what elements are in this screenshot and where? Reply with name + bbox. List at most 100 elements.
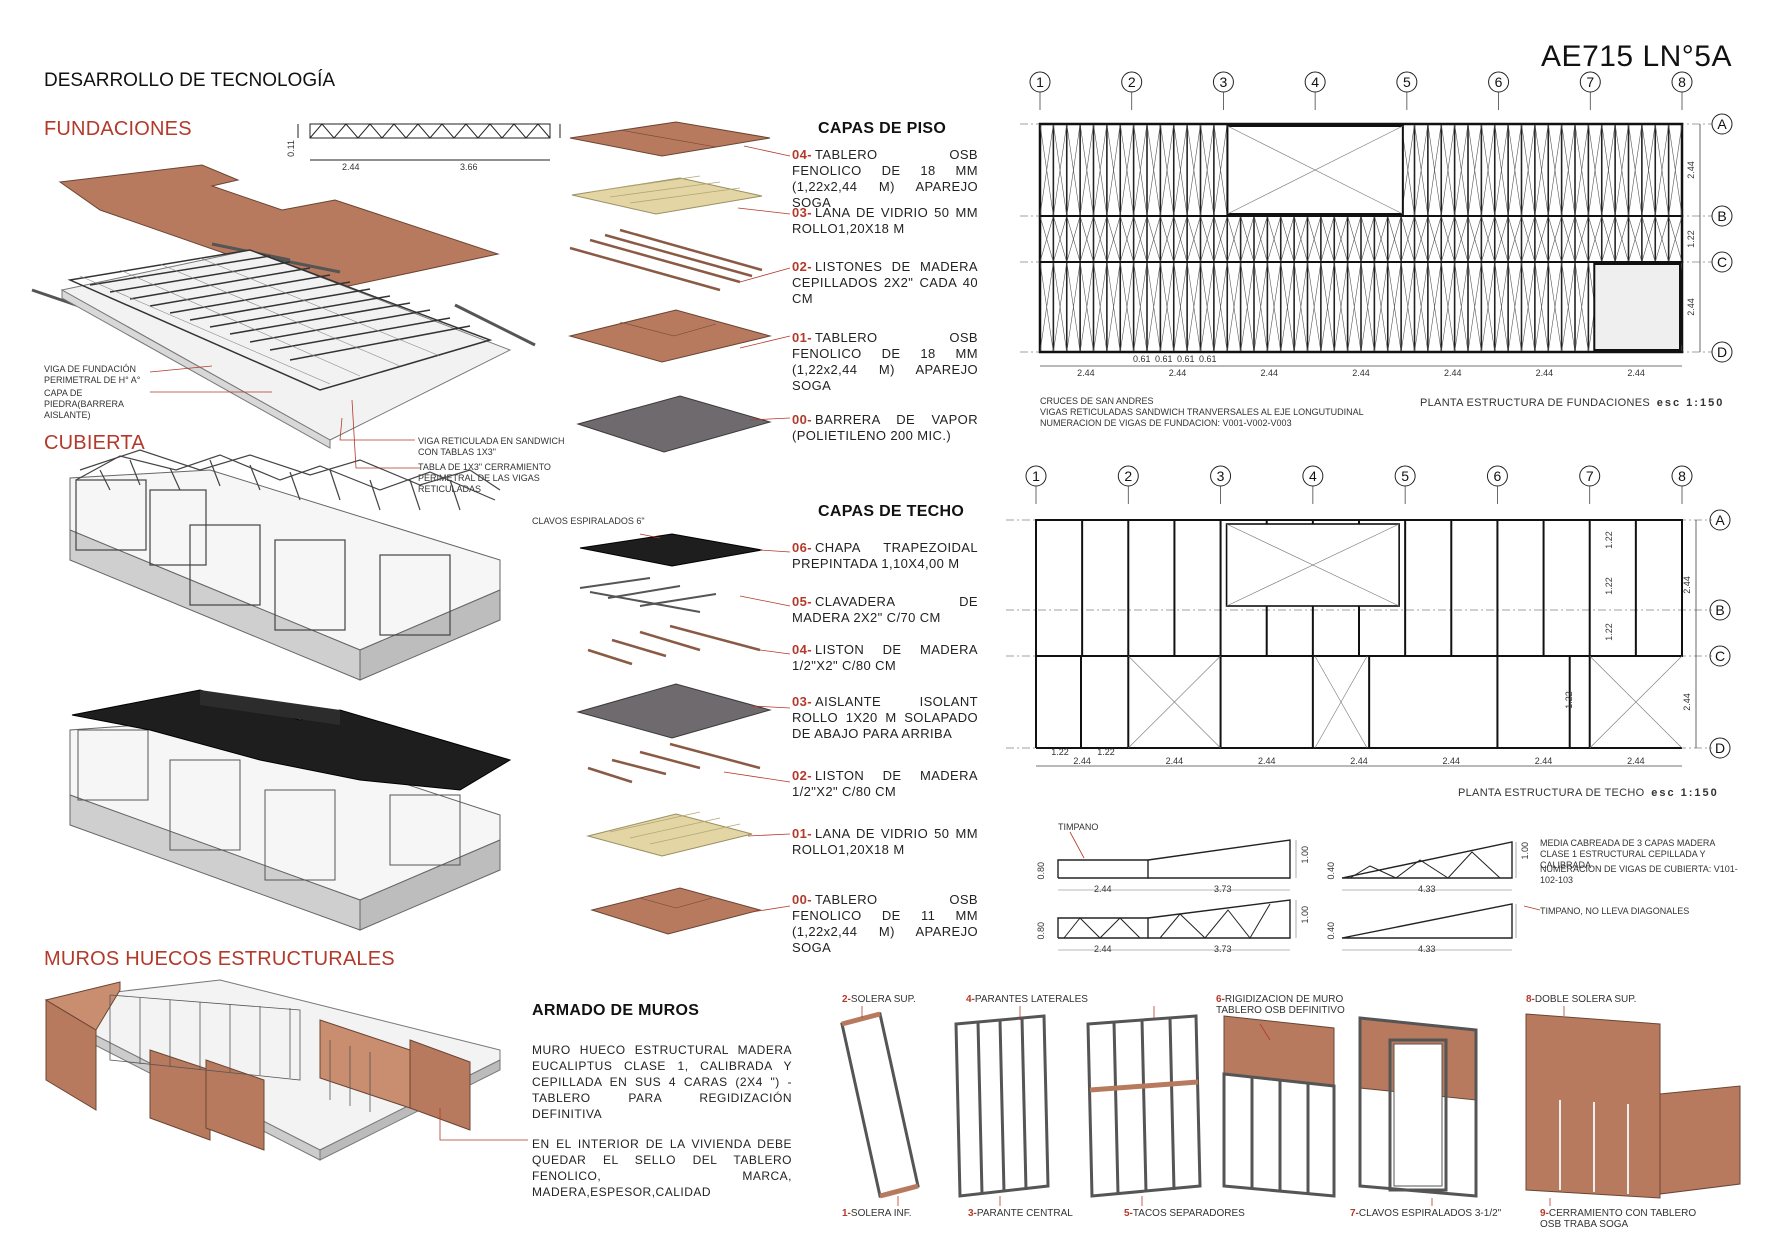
sub-dimension: 0.61 xyxy=(1177,354,1195,364)
san-andres-cross xyxy=(1106,123,1121,217)
san-andres-cross xyxy=(1387,215,1402,263)
column-axis-label: 3 xyxy=(1220,74,1228,90)
san-andres-cross xyxy=(1146,123,1161,217)
san-andres-cross xyxy=(1440,261,1455,353)
row-axis-label: A xyxy=(1717,116,1727,132)
san-andres-cross xyxy=(1507,261,1522,353)
foundation-plan-notes: CRUCES DE SAN ANDRES VIGAS RETICULADAS S… xyxy=(1040,396,1364,429)
dim-3-66: 3.66 xyxy=(460,162,478,172)
layer-text: LANA DE VIDRIO 50 MM ROLLO1,20X18 M xyxy=(792,205,978,236)
san-andres-cross xyxy=(1146,261,1161,353)
techo-layer-03: 03-AISLANTE ISOLANT ROLLO 1X20 M SOLAPAD… xyxy=(792,694,978,742)
techo-layer-00: 00-TABLERO OSB FENOLICO DE 11 MM (1,22x2… xyxy=(792,892,978,956)
truss-dim: 2.44 xyxy=(1094,944,1112,954)
san-andres-cross xyxy=(1146,215,1161,263)
plan-note: NUMERACION DE VIGAS DE FUNDACION: V001-V… xyxy=(1040,418,1292,428)
step-text: SOLERA SUP. xyxy=(850,994,916,1005)
san-andres-cross xyxy=(1467,123,1482,217)
san-andres-cross xyxy=(1307,215,1322,263)
san-andres-cross xyxy=(1547,123,1562,217)
layer-text: CLAVADERA DE MADERA 2X2" C/70 CM xyxy=(792,594,978,625)
san-andres-cross xyxy=(1093,215,1108,263)
san-andres-cross xyxy=(1347,261,1362,353)
san-andres-cross xyxy=(1414,261,1429,353)
sub-dimension: 0.61 xyxy=(1155,354,1173,364)
column-dimension: 2.44 xyxy=(1073,756,1091,766)
san-andres-cross xyxy=(1226,215,1241,263)
layer-text: TABLERO OSB FENOLICO DE 18 MM (1,22x2,44… xyxy=(792,147,978,210)
san-andres-cross xyxy=(1628,123,1643,217)
san-andres-cross xyxy=(1106,261,1121,353)
layer-num: 02- xyxy=(792,768,812,783)
row-dimension: 2.44 xyxy=(1682,576,1692,594)
column-dimension: 2.44 xyxy=(1627,368,1645,378)
void-cross xyxy=(1128,655,1221,749)
step-num: 5- xyxy=(1124,1208,1133,1219)
san-andres-cross xyxy=(1253,215,1268,263)
wall-step-7: 7-CLAVOS ESPIRALADOS 3-1/2" xyxy=(1350,1208,1501,1219)
capas-piso-title: CAPAS DE PISO xyxy=(818,120,947,137)
caption-scale: esc 1:150 xyxy=(1651,787,1719,799)
clavos-note: CLAVOS ESPIRALADOS 6" xyxy=(532,516,645,526)
column-axis-label: 3 xyxy=(1217,468,1225,484)
san-andres-cross xyxy=(1547,261,1562,353)
step-num: 3- xyxy=(968,1208,977,1219)
san-andres-cross xyxy=(1601,123,1616,217)
step-text: DOBLE SOLERA SUP. xyxy=(1534,994,1637,1005)
san-andres-cross xyxy=(1160,215,1175,263)
wall-step-6: 6-RIGIDIZACION DE MURO TABLERO OSB DEFIN… xyxy=(1216,994,1376,1016)
column-axis-label: 2 xyxy=(1128,74,1136,90)
san-andres-cross xyxy=(1039,123,1054,217)
layer-text: LISTON DE MADERA 1/2"X2" C/80 CM xyxy=(792,642,978,673)
column-axis-label: 5 xyxy=(1403,74,1411,90)
san-andres-cross xyxy=(1534,261,1549,353)
san-andres-cross xyxy=(1481,123,1496,217)
roof-plan-caption: PLANTA ESTRUCTURA DE TECHO esc 1:150 xyxy=(1458,787,1719,799)
san-andres-cross xyxy=(1053,123,1068,217)
san-andres-cross xyxy=(1173,215,1188,263)
truss-dim: 3.73 xyxy=(1214,884,1232,894)
san-andres-cross xyxy=(1347,215,1362,263)
san-andres-cross xyxy=(1574,123,1589,217)
caption-text: PLANTA ESTRUCTURA DE TECHO xyxy=(1458,787,1645,799)
layer-num: 00- xyxy=(792,892,812,907)
layer-text: AISLANTE ISOLANT ROLLO 1X20 M SOLAPADO D… xyxy=(792,694,978,741)
san-andres-cross xyxy=(1160,123,1175,217)
san-andres-cross xyxy=(1293,215,1308,263)
san-andres-cross xyxy=(1066,261,1081,353)
san-andres-cross xyxy=(1641,215,1656,263)
row-axis-label: D xyxy=(1715,740,1725,756)
step-text: CERRAMIENTO CON TABLERO OSB TRABA SOGA xyxy=(1540,1208,1697,1230)
san-andres-cross xyxy=(1079,261,1094,353)
truss-note-3: TIMPANO, NO LLEVA DIAGONALES xyxy=(1540,906,1690,916)
san-andres-cross xyxy=(1454,123,1469,217)
san-andres-cross xyxy=(1494,261,1509,353)
step-num: 2- xyxy=(842,994,851,1005)
column-dimension: 2.44 xyxy=(1352,368,1370,378)
san-andres-cross xyxy=(1400,215,1415,263)
san-andres-cross xyxy=(1119,123,1134,217)
column-axis-label: 2 xyxy=(1124,468,1132,484)
timpano-label: TIMPANO xyxy=(1058,822,1099,832)
san-andres-cross xyxy=(1333,215,1348,263)
inner-dimension: 1.22 xyxy=(1604,531,1614,549)
san-andres-cross xyxy=(1173,261,1188,353)
wall-step-5: 5-TACOS SEPARADORES xyxy=(1124,1208,1245,1219)
san-andres-cross xyxy=(1133,261,1148,353)
sub-dimension: 0.61 xyxy=(1199,354,1217,364)
wall-step-2: 2-SOLERA SUP. xyxy=(842,994,916,1005)
san-andres-cross xyxy=(1494,215,1509,263)
piso-layer-00: 00-BARRERA DE VAPOR (POLIETILENO 200 MIC… xyxy=(792,412,978,444)
column-axis-label: 4 xyxy=(1309,468,1317,484)
inner-dimension: 1.22 xyxy=(1604,623,1614,641)
layer-num: 01- xyxy=(792,330,812,345)
column-dimension: 2.44 xyxy=(1536,368,1554,378)
column-axis-label: 8 xyxy=(1678,74,1686,90)
wall-step-9: 9-CERRAMIENTO CON TABLERO OSB TRABA SOGA xyxy=(1540,1208,1710,1230)
san-andres-cross xyxy=(1320,215,1335,263)
column-dimension: 2.44 xyxy=(1350,756,1368,766)
